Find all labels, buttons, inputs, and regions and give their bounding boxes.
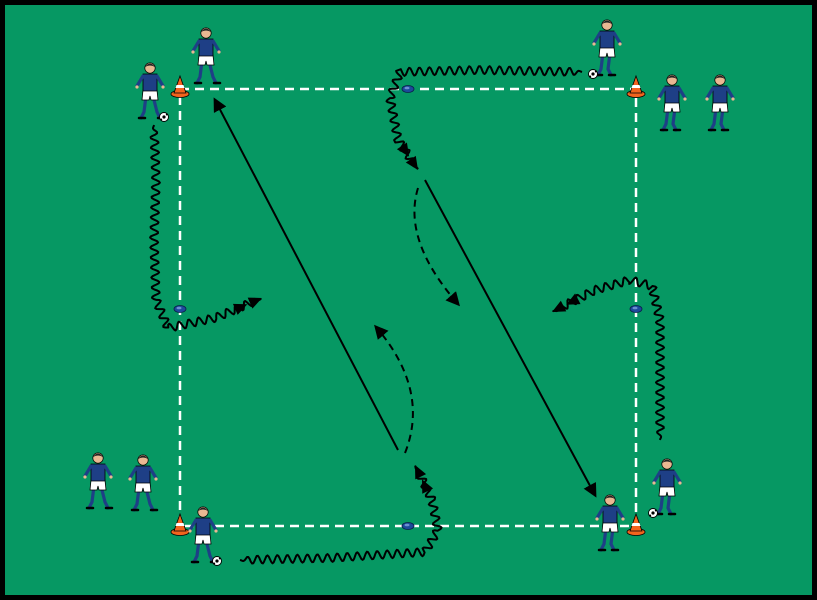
arrowhead-icon <box>247 297 262 309</box>
cones <box>170 74 646 536</box>
arrowhead-icon <box>566 293 581 305</box>
player-icon <box>128 454 159 512</box>
player-icon <box>191 27 222 85</box>
soccer-ball-icon <box>588 69 598 79</box>
pass-arrow-diagonal-right <box>424 179 597 498</box>
dribble-paths <box>149 65 665 565</box>
dribble-right-side <box>552 276 665 441</box>
player-icon <box>648 458 682 518</box>
training-cone-icon <box>170 74 190 98</box>
player-icon <box>588 19 622 79</box>
pass-arrow-diagonal-left <box>213 97 399 451</box>
marker-discs <box>173 85 643 530</box>
player-icon <box>135 62 169 122</box>
player-icon <box>657 74 687 132</box>
dribble-top-center <box>385 65 583 170</box>
arrowhead-icon <box>552 300 567 312</box>
run-arrow-dashed-bottom <box>374 324 414 454</box>
player-icon <box>595 494 625 552</box>
arrowhead-icon <box>405 155 418 170</box>
arrowhead-icon <box>415 465 427 480</box>
arrowhead-icon <box>421 479 434 494</box>
player-icon <box>188 506 222 566</box>
marker-disc-icon <box>173 305 187 313</box>
soccer-ball-icon <box>212 556 222 566</box>
training-cone-icon <box>626 512 646 536</box>
soccer-ball-icon <box>159 112 169 122</box>
marker-disc-icon <box>401 85 415 93</box>
dribble-bottom-center <box>239 465 443 565</box>
marker-disc-icon <box>629 305 643 313</box>
run-arrow-dashed-top <box>413 187 460 307</box>
soccer-ball-icon <box>648 508 658 518</box>
pitch <box>5 5 812 595</box>
marker-disc-icon <box>401 522 415 530</box>
training-cone-icon <box>626 74 646 98</box>
dribble-top-left <box>149 124 262 332</box>
arrowhead-icon <box>396 142 410 157</box>
arrowhead-icon <box>232 303 248 315</box>
player-icon <box>83 452 114 510</box>
players <box>83 19 735 566</box>
player-icon <box>705 74 735 132</box>
training-cone-icon <box>170 512 190 536</box>
